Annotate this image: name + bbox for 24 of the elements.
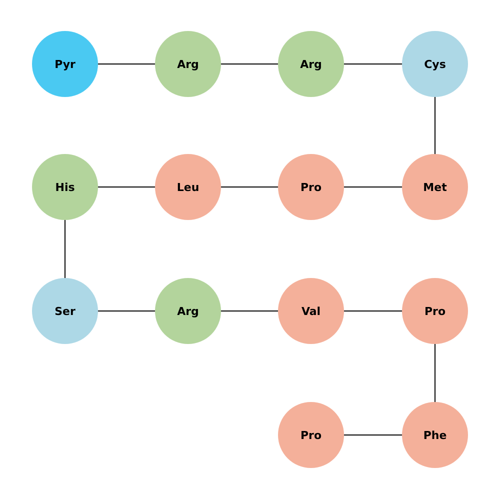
connector-line <box>434 96 436 154</box>
residue-label: Leu <box>176 180 200 194</box>
residue-label: Val <box>301 304 321 318</box>
connector-line <box>64 220 66 278</box>
residue-label: Cys <box>424 58 446 70</box>
residue-label: Arg <box>177 304 199 318</box>
residue-label: Ser <box>54 304 76 318</box>
residue-label: Arg <box>300 58 322 70</box>
connector-line <box>434 344 436 402</box>
connector-line <box>344 310 402 312</box>
residue-label: Phe <box>423 428 447 442</box>
residue-label: Arg <box>177 58 199 70</box>
connector-line <box>98 186 156 188</box>
residue-label: Pro <box>424 304 446 318</box>
residue-label: Met <box>423 180 447 194</box>
connector-line <box>98 310 156 312</box>
residue-label: Pro <box>300 428 322 442</box>
residue-label: His <box>55 180 75 194</box>
connector-line <box>344 186 402 188</box>
residue-label: Pro <box>300 180 322 194</box>
connector-line <box>220 186 278 188</box>
connector-line <box>220 310 278 312</box>
connector-line <box>344 434 402 436</box>
residue-label: Pyr <box>54 58 76 70</box>
